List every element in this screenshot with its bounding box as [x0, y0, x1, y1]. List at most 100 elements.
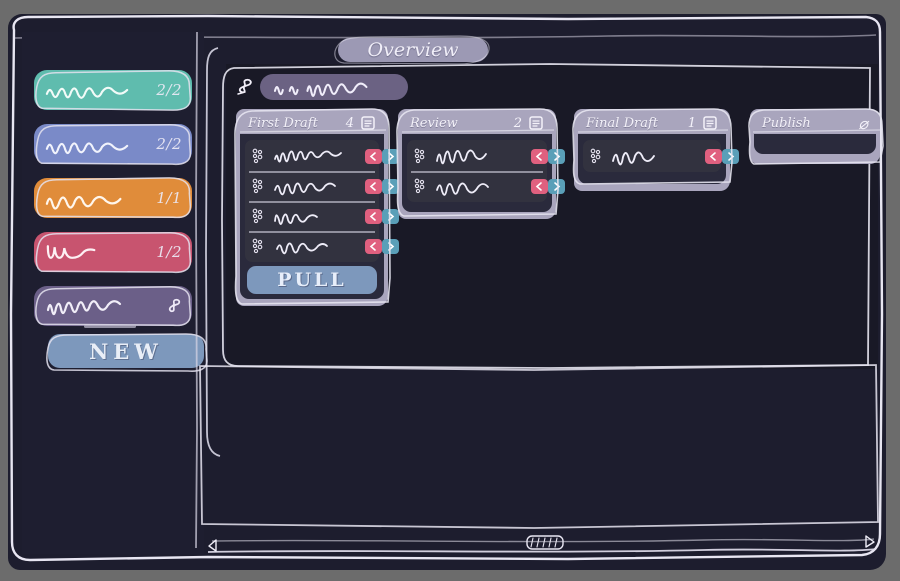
card-move-controls[interactable] — [705, 148, 739, 164]
pull-button[interactable]: PULL — [247, 266, 377, 294]
card[interactable] — [245, 141, 399, 171]
board-column-first-draft-cards — [245, 140, 399, 262]
board-column-review-count: 2 — [513, 115, 522, 131]
sidebar-item-board-1-label — [45, 86, 129, 99]
chevron-left-icon — [369, 151, 376, 161]
board-name-pill[interactable] — [260, 74, 408, 100]
board-column-final-draft: Final Draft 1 — [572, 108, 739, 191]
new-board-button-outline — [46, 333, 208, 372]
board-column-first-draft-count: 4 — [345, 115, 354, 131]
sidebar-item-board-5[interactable] — [34, 286, 192, 327]
board-name-label — [273, 82, 368, 97]
card[interactable] — [245, 171, 399, 201]
board-column-final-draft-outline — [572, 108, 733, 185]
dots-grip-icon[interactable] — [413, 177, 429, 195]
sidebar-right-border — [195, 31, 198, 549]
card-title — [276, 242, 328, 255]
chevron-left-icon — [535, 181, 542, 191]
horizontal-scrollbar[interactable] — [204, 534, 880, 556]
pull-button-label: PULL — [277, 269, 347, 291]
board-column-publish-count: ⌀ — [858, 113, 868, 133]
list-icon[interactable] — [360, 115, 376, 131]
board-column-first-draft: First Draft 4 — [234, 108, 399, 306]
chevron-left-icon — [535, 151, 542, 161]
list-icon[interactable] — [528, 115, 544, 131]
board-column-review-cards — [407, 140, 565, 202]
card-move-controls[interactable] — [531, 148, 565, 164]
card[interactable] — [407, 171, 565, 201]
pin-icon — [168, 298, 181, 313]
board-column-review-wrap: Review 2 — [398, 109, 565, 219]
page-title: Overview — [338, 38, 488, 62]
chevron-right-icon — [388, 181, 395, 191]
sidebar-item-board-3-label — [45, 195, 122, 210]
board-column-first-draft-body: PULL — [240, 134, 399, 299]
board-column-final-draft-body — [578, 134, 739, 184]
lower-content-area — [199, 364, 879, 529]
sidebar-item-board-2-label — [45, 142, 129, 155]
board-column-publish-wrap: Publish ⌀ — [750, 109, 880, 164]
triangle-left-icon[interactable] — [208, 539, 217, 552]
card-title — [274, 182, 336, 196]
board-column-publish: Publish ⌀ — [748, 108, 884, 165]
board-scroll-rail-outline — [205, 47, 221, 457]
chevron-left-icon — [709, 151, 716, 161]
dots-grip-icon[interactable] — [413, 147, 429, 165]
board-column-final-draft-title: Final Draft — [586, 115, 659, 131]
card-move-controls[interactable] — [365, 178, 399, 194]
chevron-right-icon — [388, 151, 395, 161]
board-panel-outline — [221, 63, 871, 369]
board-column-review-title: Review — [410, 115, 458, 131]
sidebar-item-board-4-label — [46, 245, 96, 259]
page-title-sketch-outline — [334, 35, 490, 65]
board-column-publish-body — [754, 134, 876, 154]
card[interactable] — [583, 141, 739, 171]
card-move-controls[interactable] — [531, 178, 565, 194]
dots-grip-icon[interactable] — [251, 147, 267, 165]
sidebar-divider — [84, 325, 136, 328]
card-title — [436, 149, 487, 165]
card-move-controls[interactable] — [365, 148, 399, 164]
triangle-right-icon[interactable] — [865, 535, 875, 548]
board-column-final-draft-count: 1 — [687, 115, 696, 131]
horizontal-scrollbar-track[interactable] — [204, 534, 880, 556]
board-column-first-draft-header[interactable]: First Draft 4 — [240, 112, 384, 134]
pin-icon — [237, 78, 252, 95]
card-divider — [249, 231, 375, 233]
list-icon[interactable] — [702, 115, 718, 131]
chevron-left-icon — [369, 241, 376, 251]
new-board-button[interactable]: NEW — [48, 334, 204, 368]
board-scroll-rail[interactable] — [204, 42, 224, 472]
board-column-first-draft-title: First Draft — [248, 115, 318, 131]
dots-grip-icon[interactable] — [251, 237, 267, 255]
board-column-publish-header[interactable]: Publish ⌀ — [754, 112, 876, 134]
board-column-final-draft-header[interactable]: Final Draft 1 — [578, 112, 726, 134]
sidebar-item-board-4[interactable]: 1/2 — [34, 232, 192, 274]
card-title — [274, 150, 342, 163]
card-divider — [411, 171, 543, 173]
card[interactable] — [407, 141, 565, 171]
chevron-right-icon — [554, 181, 561, 191]
sidebar-item-board-3-count: 1/1 — [156, 189, 182, 207]
sidebar-item-board-5-label — [46, 300, 122, 316]
board-column-review-body — [402, 134, 565, 212]
sidebar-item-board-2[interactable]: 2/2 — [34, 124, 192, 166]
card[interactable] — [245, 201, 399, 231]
board-column-first-draft-outline — [234, 108, 391, 305]
card-divider — [249, 201, 375, 203]
sidebar-item-board-2-count: 2/2 — [156, 135, 182, 153]
dots-grip-icon[interactable] — [589, 147, 605, 165]
board-column-final-draft-cards — [583, 140, 739, 172]
board-panel: First Draft 4 — [221, 63, 884, 369]
board-column-review-header[interactable]: Review 2 — [402, 112, 552, 134]
board-column-first-draft-wrap: First Draft 4 — [236, 109, 399, 306]
sidebar-item-board-3[interactable]: 1/1 — [34, 177, 192, 219]
scroll-thumb-grip[interactable] — [526, 535, 564, 550]
dots-grip-icon[interactable] — [251, 207, 267, 225]
chevron-left-icon — [369, 181, 376, 191]
board-column-publish-outline — [748, 108, 884, 165]
board-column-publish-title: Publish — [762, 115, 811, 131]
dots-grip-icon[interactable] — [251, 177, 267, 195]
sidebar-item-board-1[interactable]: 2/2 — [34, 70, 192, 111]
chevron-right-icon — [728, 151, 735, 161]
